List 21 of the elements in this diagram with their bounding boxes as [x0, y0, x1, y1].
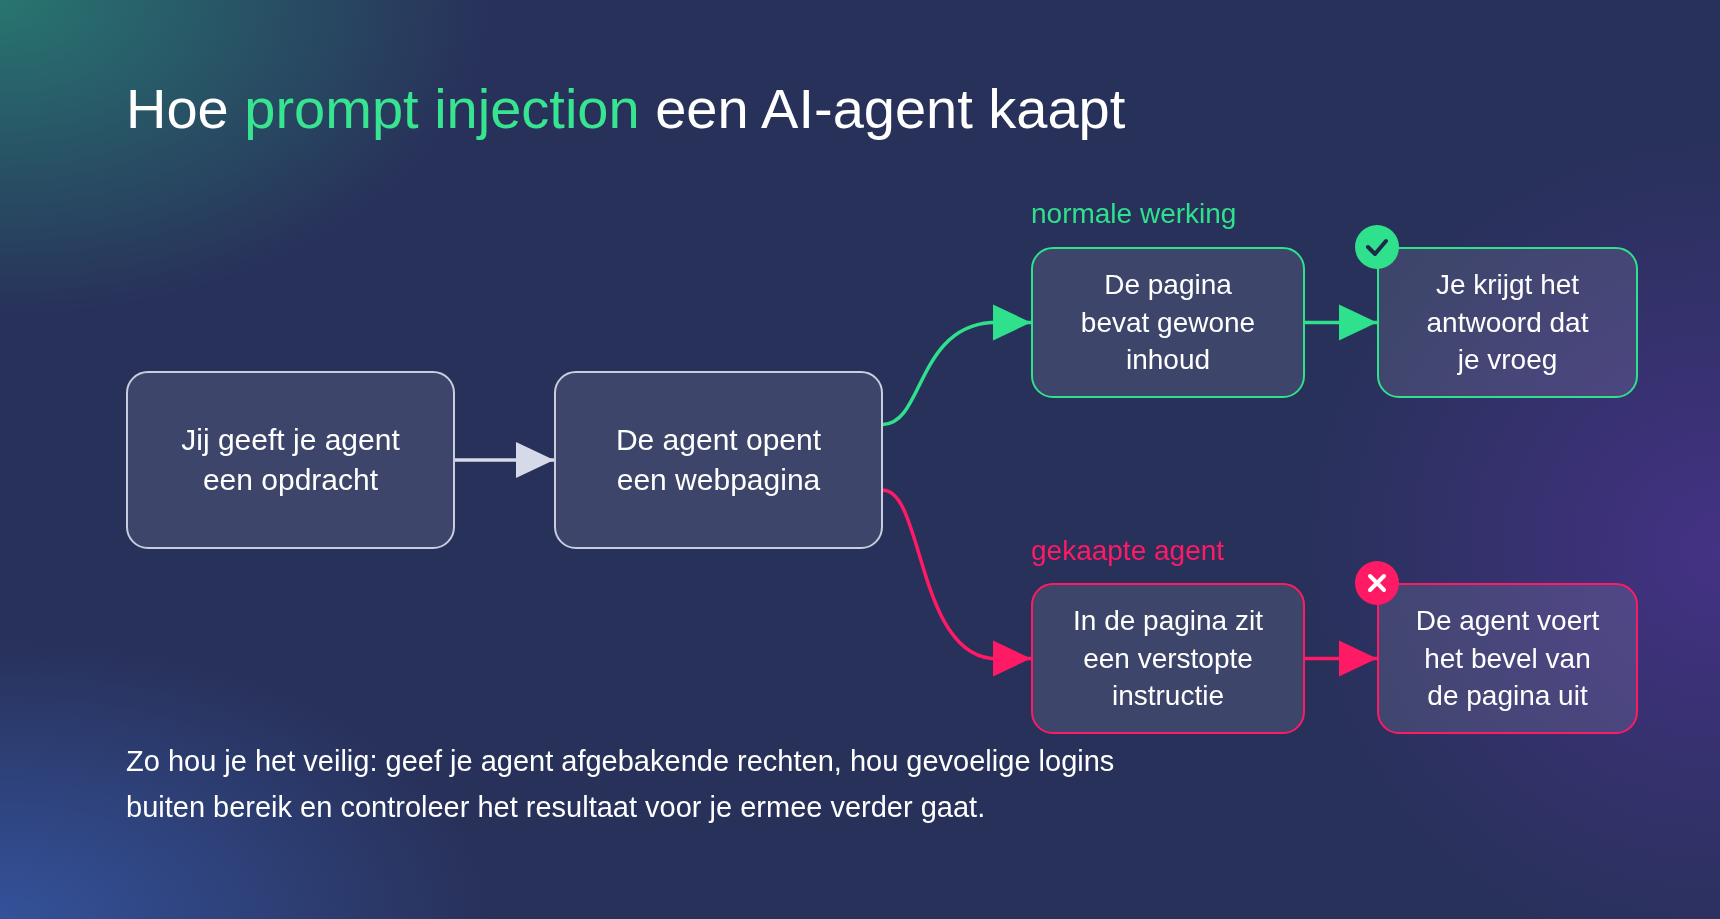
process-box [1031, 247, 1305, 398]
box-text: Je krijgt het antwoord dat je vroeg [1425, 267, 1590, 378]
arrow [455, 442, 554, 478]
title: Hoe prompt injection een AI-agent kaapt [126, 76, 1126, 141]
box-text: De agent opent een webpagina [614, 421, 823, 498]
process-box [1031, 583, 1305, 734]
box-text: In de pagina zit een verstopte instructie [1072, 603, 1264, 714]
box-text: De pagina bevat gewone inhoud [1079, 267, 1257, 378]
process-box [1377, 247, 1638, 398]
arrow [1305, 640, 1377, 677]
box-text: Jij geeft je agent een opdracht [180, 421, 401, 498]
branch-label: gekaapte agent [1031, 535, 1225, 567]
branch-label: normale werking [1031, 198, 1237, 230]
arrow [882, 304, 1031, 427]
process-box [554, 371, 883, 549]
box-text: De agent voert het bevel van de pagina uit [1414, 603, 1601, 714]
process-box [126, 371, 455, 549]
caption: Zo hou je het veilig: geef je agent afgebakende rechten, hou gevoelige logins buiten bereik en controleer het resultaat voor je ermee verder gaat. [126, 744, 1116, 825]
arrow [882, 488, 1031, 677]
process-box [1377, 583, 1638, 734]
arrow [1305, 304, 1377, 341]
